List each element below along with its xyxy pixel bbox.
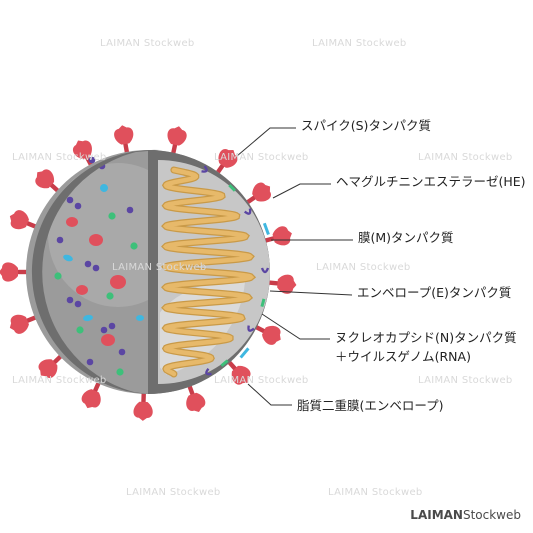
membrane-protein-dot <box>66 196 74 204</box>
spike-protein <box>0 262 32 282</box>
spike-head <box>9 210 29 230</box>
spike-head <box>35 169 55 189</box>
spike-head <box>81 389 101 409</box>
hemagglutinin-esterase-in-bilayer <box>239 347 250 359</box>
watermark: LAIMAN Stockweb <box>214 152 309 163</box>
membrane-protein-dot <box>88 156 96 164</box>
membrane-protein-in-bilayer <box>205 367 212 376</box>
leader-line <box>236 127 296 157</box>
spike-head <box>262 325 281 345</box>
envelope-protein-dot <box>76 326 84 334</box>
cross-section <box>31 149 270 394</box>
hemagglutinin-esterase-dot <box>83 314 93 322</box>
membrane-protein-in-bilayer <box>247 325 255 332</box>
spike-head <box>167 126 187 146</box>
label-lipid-bilayer: 脂質二重膜(エンベロープ) <box>297 398 444 413</box>
watermark: LAIMAN Stockweb <box>126 487 221 498</box>
envelope-protein-in-bilayer <box>220 359 229 367</box>
label-viral-genome: ＋ウイルスゲノム(RNA) <box>335 349 471 364</box>
hemagglutinin-esterase-dot <box>100 184 108 192</box>
leader-line <box>272 183 331 199</box>
envelope-protein-dot <box>108 212 116 220</box>
membrane-protein-in-bilayer <box>201 165 208 173</box>
spike-head <box>252 182 271 202</box>
membrane-protein-dot <box>84 260 92 268</box>
spike-protein-top-view <box>101 334 115 346</box>
spike-head <box>38 359 58 379</box>
leader-line <box>247 383 292 406</box>
spike-protein-top-view <box>76 285 88 295</box>
label-envelope-protein: エンベロープ(E)タンパク質 <box>357 285 512 300</box>
membrane-protein-dot <box>100 326 108 334</box>
brand-logo: LAIMANStockweb <box>410 508 521 522</box>
spike-head <box>186 392 206 413</box>
watermark: LAIMAN Stockweb <box>328 487 423 498</box>
leader-line <box>269 290 353 296</box>
label-membrane-protein: 膜(M)タンパク質 <box>358 230 454 245</box>
brand-part-1: LAIMAN <box>410 508 463 522</box>
spike-protein-top-view <box>89 234 103 246</box>
membrane-proteins-in-section <box>201 165 270 376</box>
label-spike-protein: スパイク(S)タンパク質 <box>301 118 431 133</box>
leader-line <box>261 313 330 340</box>
spike-protein-top-view <box>110 275 126 289</box>
membrane-protein-dot <box>86 358 94 366</box>
hemagglutinin-esterase-dot <box>136 315 144 321</box>
envelope-protein-in-bilayer <box>228 183 237 192</box>
surface-protein-dots <box>54 156 144 376</box>
membrane-protein-dot <box>118 348 126 356</box>
watermark: LAIMAN Stockweb <box>418 152 513 163</box>
watermark: LAIMAN Stockweb <box>100 38 195 49</box>
membrane-protein-dot <box>92 264 100 272</box>
spike-head <box>277 274 297 294</box>
spike-head <box>0 262 18 282</box>
label-nucleocapsid-protein: ヌクレオカプシド(N)タンパク質 <box>335 330 517 345</box>
watermark: LAIMAN Stockweb <box>214 375 309 386</box>
hemagglutinin-esterase-in-bilayer <box>262 222 270 236</box>
rna-helix <box>162 167 255 377</box>
spike-head <box>133 401 153 421</box>
label-hemagglutinin-esterase: ヘマグルチニンエステラーゼ(HE) <box>336 174 526 189</box>
membrane-protein-dot <box>74 202 82 210</box>
brand-part-2: Stockweb <box>462 508 521 522</box>
envelope-protein-dot <box>54 272 62 280</box>
membrane-protein-dot <box>126 206 134 214</box>
watermark: LAIMAN Stockweb <box>12 152 107 163</box>
spike-head <box>72 140 92 160</box>
membrane-protein-dot <box>56 236 64 244</box>
spike-stalk <box>16 269 32 275</box>
envelope-protein-dot <box>106 292 114 300</box>
spike-protein-top-view <box>66 217 78 227</box>
hemagglutinin-esterase-dot <box>63 254 73 262</box>
leader-lines <box>236 127 353 406</box>
watermark: LAIMAN Stockweb <box>316 262 411 273</box>
membrane-protein-dot <box>66 296 74 304</box>
envelope-protein-dot <box>130 242 138 250</box>
watermark: LAIMAN Stockweb <box>312 38 407 49</box>
watermark: LAIMAN Stockweb <box>12 375 107 386</box>
watermark: LAIMAN Stockweb <box>112 262 207 273</box>
membrane-protein-in-bilayer <box>243 208 252 215</box>
nucleocapsid-rna-helix <box>161 166 257 378</box>
envelope-protein-in-bilayer <box>260 298 266 308</box>
spike-head <box>231 365 251 385</box>
membrane-protein-dot <box>74 300 82 308</box>
spike-head <box>218 149 238 168</box>
spike-head <box>272 226 292 246</box>
watermark: LAIMAN Stockweb <box>418 375 513 386</box>
membrane-protein-in-bilayer <box>260 267 270 274</box>
spike-head <box>114 125 134 145</box>
envelope-protein-dot <box>116 368 124 376</box>
membrane-protein-dot <box>108 322 116 330</box>
spike-head <box>9 314 29 334</box>
